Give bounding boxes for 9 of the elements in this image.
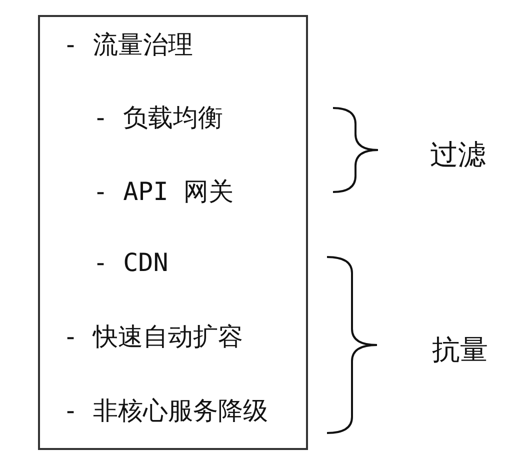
list-item: - API 网关 bbox=[93, 177, 234, 207]
list-panel bbox=[38, 15, 308, 450]
list-item: - 非核心服务降级 bbox=[63, 396, 268, 426]
list-item: - 流量治理 bbox=[63, 30, 194, 60]
group-label: 过滤 bbox=[430, 138, 486, 172]
list-item: - 负载均衡 bbox=[93, 103, 224, 133]
group-label: 抗量 bbox=[432, 333, 488, 367]
list-item: - 快速自动扩容 bbox=[63, 322, 244, 352]
list-item: - CDN bbox=[93, 248, 168, 278]
